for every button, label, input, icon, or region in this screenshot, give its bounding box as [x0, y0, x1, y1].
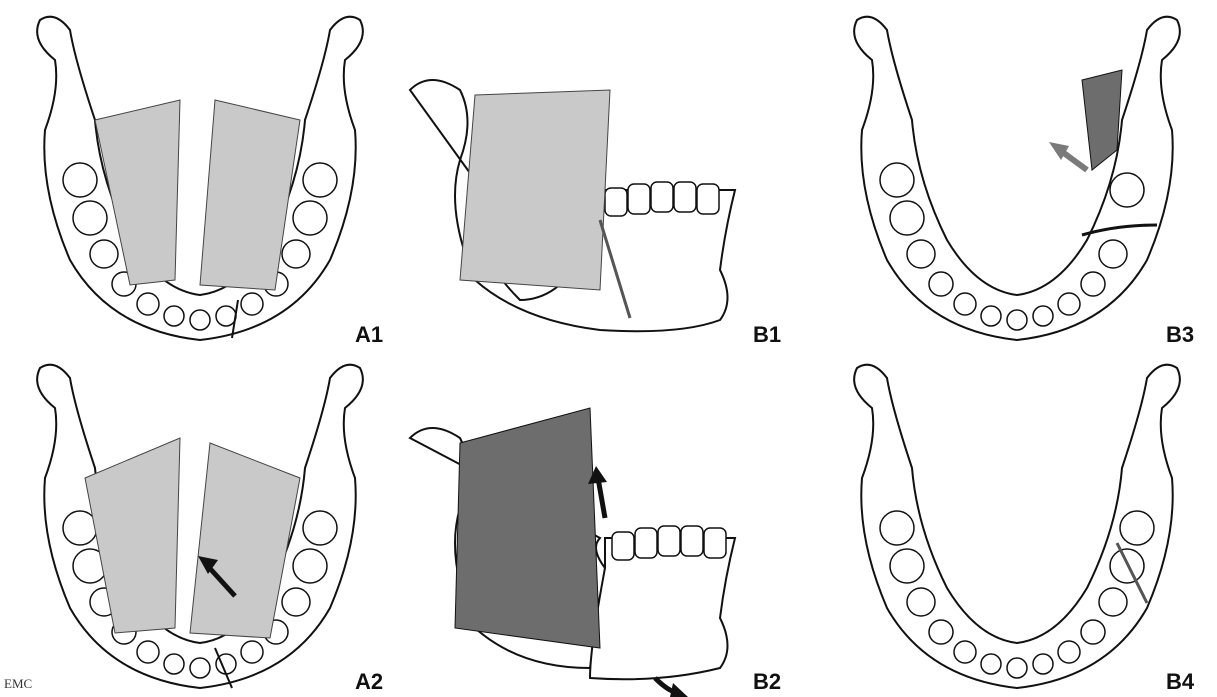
- tooth: [63, 163, 97, 197]
- tooth: [628, 184, 650, 214]
- tooth: [190, 658, 210, 678]
- tooth: [137, 641, 159, 663]
- tooth: [612, 532, 634, 560]
- panel-label-b4: B4: [1166, 669, 1194, 695]
- tooth: [704, 528, 726, 558]
- tooth: [1058, 293, 1080, 315]
- tooth: [880, 163, 914, 197]
- panel-b4: [817, 348, 1217, 697]
- panel-b2: [400, 348, 800, 697]
- tooth: [674, 182, 696, 212]
- tooth: [981, 306, 1001, 326]
- tooth: [137, 293, 159, 315]
- tooth: [282, 588, 310, 616]
- tooth: [605, 188, 627, 216]
- tooth: [1110, 173, 1144, 207]
- tooth: [1120, 511, 1154, 545]
- tooth: [73, 201, 107, 235]
- tooth: [293, 549, 327, 583]
- tooth: [907, 588, 935, 616]
- displacement-arrow-up: [598, 478, 605, 518]
- tooth: [1058, 641, 1080, 663]
- tooth: [190, 310, 210, 330]
- tooth: [954, 641, 976, 663]
- tooth: [635, 528, 657, 558]
- tooth: [1099, 240, 1127, 268]
- tooth: [697, 184, 719, 214]
- tooth: [1081, 272, 1105, 296]
- tooth: [90, 240, 118, 268]
- teeth-lateral-b1: [605, 182, 719, 216]
- credit-mark: EMC: [4, 676, 32, 692]
- mandible-body-fragment: [590, 538, 735, 679]
- tooth: [1081, 620, 1105, 644]
- tooth: [929, 272, 953, 296]
- masseter-muscle-b2: [455, 408, 600, 648]
- panel-a2: [0, 348, 400, 697]
- tooth: [954, 293, 976, 315]
- tooth: [1007, 310, 1027, 330]
- arrow-head: [670, 683, 688, 697]
- tooth: [907, 240, 935, 268]
- tooth: [293, 201, 327, 235]
- panel-label-b3: B3: [1166, 322, 1194, 348]
- masseter-muscle-b1: [460, 90, 610, 290]
- panel-label-b2: B2: [753, 669, 781, 695]
- tooth: [1033, 306, 1053, 326]
- tooth: [880, 511, 914, 545]
- tooth: [1033, 654, 1053, 674]
- panel-b1: [400, 0, 800, 348]
- tooth: [164, 306, 184, 326]
- tooth: [890, 201, 924, 235]
- panel-b3: [817, 0, 1217, 348]
- tooth: [303, 511, 337, 545]
- panel-a1: [0, 0, 400, 348]
- tooth: [681, 526, 703, 556]
- tooth: [241, 641, 263, 663]
- panel-label-a2: A2: [355, 669, 383, 695]
- tooth: [929, 620, 953, 644]
- tooth: [658, 526, 680, 556]
- tooth: [651, 182, 673, 212]
- panel-label-b1: B1: [753, 322, 781, 348]
- teeth-lateral-b2: [612, 526, 726, 560]
- tooth: [241, 293, 263, 315]
- tooth: [1007, 658, 1027, 678]
- tooth: [981, 654, 1001, 674]
- tooth: [1099, 588, 1127, 616]
- tooth: [303, 163, 337, 197]
- tooth: [282, 240, 310, 268]
- tooth: [890, 549, 924, 583]
- tooth: [216, 306, 236, 326]
- panel-label-a1: A1: [355, 322, 383, 348]
- tooth: [164, 654, 184, 674]
